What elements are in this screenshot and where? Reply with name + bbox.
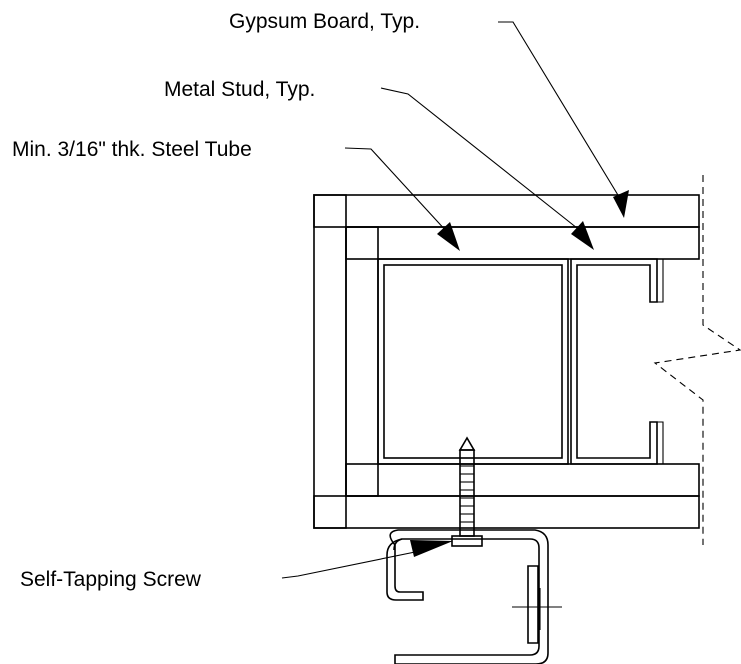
break-line	[653, 175, 741, 545]
label-gypsum-board: Gypsum Board, Typ.	[229, 10, 420, 33]
steel-tube	[377, 258, 569, 465]
label-self-tapping-screw: Self-Tapping Screw	[20, 568, 202, 591]
label-steel-tube: Min. 3/16" thk. Steel Tube	[12, 138, 252, 161]
gypsum-board-outer	[313, 194, 700, 529]
gypsum-board-inner	[345, 226, 700, 497]
leader-screw	[281, 540, 453, 579]
bent-trim-angle	[386, 529, 549, 664]
label-metal-stud: Metal Stud, Typ.	[164, 78, 315, 101]
leader-steel-tube	[344, 147, 460, 251]
leader-gypsum-board	[498, 21, 629, 218]
centerline-cross	[512, 588, 562, 630]
leader-metal-stud	[380, 87, 594, 250]
self-tapping-screw	[451, 436, 483, 547]
metal-stud	[570, 258, 664, 465]
